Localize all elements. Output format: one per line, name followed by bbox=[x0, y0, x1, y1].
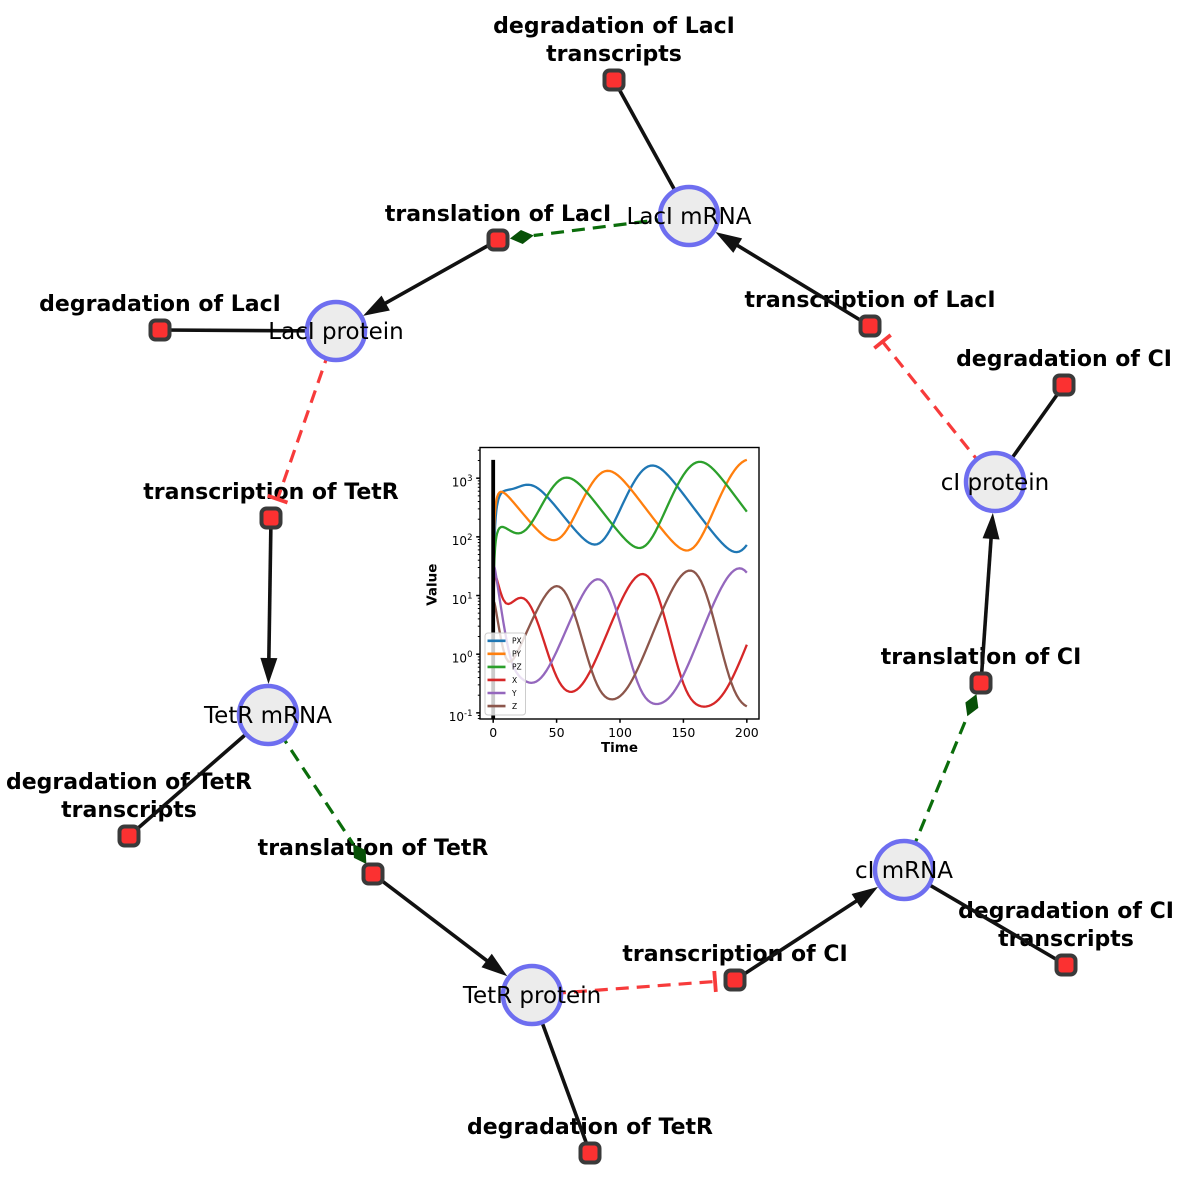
reaction-label-deg_cI: degradation of CI bbox=[956, 347, 1172, 372]
species-node-cI_protein bbox=[963, 450, 1027, 514]
species-node-tetR_mRNA bbox=[236, 683, 300, 747]
edge-tl_tetR-tetR_protein bbox=[371, 872, 508, 977]
reaction-label-tl_tetR: translation of TetR bbox=[258, 836, 489, 861]
reaction-node-deg_lacI bbox=[148, 318, 172, 342]
edge-tc_cI-cI_mRNA bbox=[734, 886, 879, 982]
y-tick-label: 10-1 bbox=[449, 709, 473, 724]
inhibition-tee-head bbox=[873, 333, 892, 350]
chart-legend: PX PY PZ XYZ bbox=[484, 632, 526, 716]
arrowhead bbox=[982, 512, 1000, 540]
species-label-lacI_mRNA: LacI mRNA bbox=[627, 204, 752, 230]
y-axis-ticks: 10-1 100 101 102 103 bbox=[449, 449, 480, 724]
species-node-lacI_mRNA bbox=[657, 184, 721, 248]
y-tick-label: 103 bbox=[452, 474, 473, 489]
x-tick-label: 200 bbox=[735, 725, 759, 740]
reaction-node-tl_tetR bbox=[361, 862, 385, 886]
reaction-node-deg_tetR bbox=[578, 1141, 602, 1165]
series-PX bbox=[492, 464, 748, 608]
edge-tl_cI-cI_protein bbox=[979, 512, 1000, 684]
series-PY bbox=[492, 458, 748, 561]
reaction-label-deg_tetR_tx: degradation of TetR transcripts bbox=[6, 770, 252, 823]
x-tick-label: 0 bbox=[489, 725, 497, 740]
reaction-label-line: transcription of LacI bbox=[744, 288, 995, 313]
reaction-label-tc_cI: transcription of CI bbox=[622, 942, 847, 967]
y-tick-label: 101 bbox=[452, 592, 473, 607]
species-label-lacI_protein: LacI protein bbox=[268, 319, 403, 345]
reaction-label-deg_lacI: degradation of LacI bbox=[39, 292, 281, 317]
arrowhead bbox=[715, 232, 743, 253]
legend-label-PX: PX bbox=[512, 637, 522, 646]
reaction-node-tl_lacI bbox=[486, 228, 510, 252]
inhibition-tee-head bbox=[267, 493, 289, 505]
arrowhead bbox=[851, 886, 879, 909]
y-tick-label: 100 bbox=[452, 650, 473, 665]
reaction-label-line: translation of TetR bbox=[258, 836, 489, 861]
species-label-cI_protein: cI protein bbox=[941, 470, 1050, 496]
reaction-label-line: degradation of CI bbox=[956, 347, 1172, 372]
nodes-layer bbox=[117, 68, 1078, 1165]
reaction-label-tc_lacI: transcription of LacI bbox=[744, 288, 995, 313]
catalysis-diamond-head bbox=[509, 230, 534, 244]
reaction-label-line: degradation of LacI bbox=[493, 14, 735, 39]
legend-label-PY: PY bbox=[512, 650, 521, 659]
reaction-label-line: transcripts bbox=[61, 798, 197, 823]
edge-cI_mRNA-deg_cI_tx bbox=[903, 868, 1067, 967]
reaction-node-deg_tetR_tx bbox=[117, 824, 141, 848]
catalysis-diamond-head bbox=[965, 694, 979, 717]
edge-tc_tetR-tetR_mRNA bbox=[260, 517, 278, 685]
reaction-label-tc_tetR: transcription of TetR bbox=[143, 480, 399, 505]
species-node-lacI_protein bbox=[304, 299, 368, 363]
reaction-label-line: translation of LacI bbox=[385, 202, 611, 227]
legend-label-Z: Z bbox=[512, 702, 517, 711]
reaction-label-deg_cI_tx: degradation of CI transcripts bbox=[958, 899, 1174, 952]
edge-tl_lacI-lacI_protein bbox=[363, 238, 499, 316]
x-axis-label: Time bbox=[601, 740, 638, 756]
arrowhead bbox=[260, 657, 278, 685]
reaction-node-tc_cI bbox=[723, 968, 747, 992]
reaction-node-deg_cI bbox=[1052, 373, 1076, 397]
x-tick-label: 150 bbox=[671, 725, 695, 740]
reaction-node-tl_cI bbox=[969, 671, 993, 695]
reaction-label-line: degradation of TetR bbox=[467, 1115, 713, 1140]
edge-tc_lacI-lacI_mRNA bbox=[715, 232, 871, 328]
reaction-node-tc_tetR bbox=[259, 506, 283, 530]
reaction-label-tl_lacI: translation of LacI bbox=[385, 202, 611, 227]
reaction-label-line: degradation of CI bbox=[958, 899, 1174, 924]
y-tick-label: 102 bbox=[452, 533, 473, 548]
reaction-label-line: transcription of CI bbox=[622, 942, 847, 967]
x-axis-ticks: 0 50 100 150 200 bbox=[489, 719, 759, 740]
species-label-tetR_mRNA: TetR mRNA bbox=[203, 703, 332, 729]
reaction-node-tc_lacI bbox=[858, 314, 882, 338]
x-tick-label: 100 bbox=[608, 725, 632, 740]
arrowhead bbox=[363, 295, 390, 316]
reaction-label-deg_lacI_tx: degradation of LacI transcripts bbox=[493, 14, 735, 67]
reaction-label-line: degradation of TetR bbox=[6, 770, 252, 795]
y-axis-label: Value bbox=[425, 564, 441, 606]
reaction-label-line: transcripts bbox=[998, 927, 1134, 952]
legend-label-PZ: PZ bbox=[512, 663, 522, 672]
species-node-cI_mRNA bbox=[872, 838, 936, 902]
reaction-label-deg_tetR: degradation of TetR bbox=[467, 1115, 713, 1140]
inhibition-tee-head bbox=[712, 970, 718, 993]
reaction-node-deg_cI_tx bbox=[1054, 953, 1078, 977]
species-label-tetR_protein: TetR protein bbox=[462, 983, 601, 1009]
x-tick-label: 50 bbox=[549, 725, 565, 740]
reaction-label-line: transcription of TetR bbox=[143, 480, 399, 505]
catalysis-diamond-head bbox=[353, 843, 367, 864]
arrowhead bbox=[481, 953, 508, 977]
series-PZ bbox=[492, 460, 748, 611]
legend-label-X: X bbox=[512, 676, 517, 685]
reaction-node-deg_lacI_tx bbox=[602, 68, 626, 92]
legend-label-Y: Y bbox=[511, 689, 517, 698]
species-label-cI_mRNA: cI mRNA bbox=[855, 858, 953, 884]
species-node-tetR_protein bbox=[500, 963, 564, 1027]
reaction-label-line: transcripts bbox=[546, 42, 682, 67]
chart-curves bbox=[491, 458, 748, 719]
reaction-label-line: degradation of LacI bbox=[39, 292, 281, 317]
series-X bbox=[492, 572, 748, 708]
chart-plot-area bbox=[480, 447, 759, 719]
